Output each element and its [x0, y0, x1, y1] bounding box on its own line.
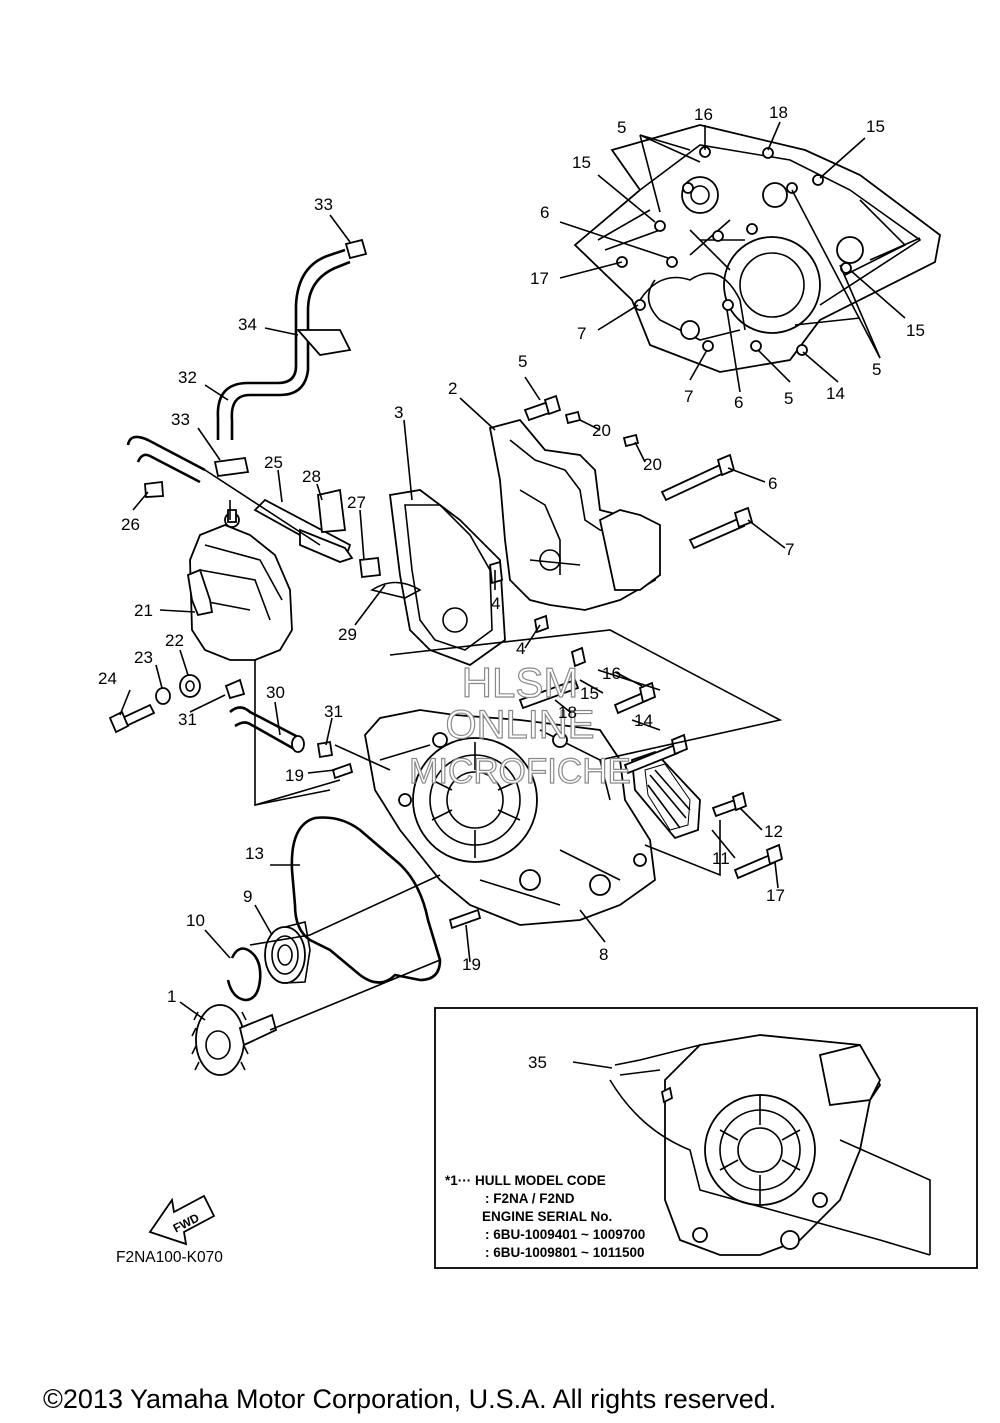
callout-17-top: 17	[530, 269, 549, 288]
callout-1: 1	[167, 987, 176, 1006]
note-line-5: : 6BU-1009801 ~ 1011500	[485, 1245, 645, 1260]
callout-15-mid: 15	[580, 684, 599, 703]
hose-32	[216, 248, 351, 440]
crankcase-cover-8	[364, 709, 656, 926]
callout-16-mid: 16	[602, 664, 621, 683]
leader-lines	[119, 121, 906, 1021]
callout-20-lower: 20	[643, 455, 662, 474]
callout-15-right: 15	[906, 321, 925, 340]
watermark-line-1: HLSM	[462, 659, 579, 706]
callout-34: 34	[238, 315, 257, 334]
callout-5-top-left: 5	[617, 118, 626, 137]
callout-5-mid: 5	[518, 352, 527, 371]
hose-upper-left	[126, 435, 206, 484]
clamps	[144, 238, 422, 759]
gear-1	[191, 1004, 278, 1076]
callout-21: 21	[134, 601, 153, 620]
callout-7-mid: 7	[785, 540, 794, 559]
figure-code: F2NA100-K070	[116, 1249, 223, 1266]
bolt-24-washers	[108, 674, 201, 734]
callout-17-mid: 17	[766, 886, 785, 905]
guide-lines	[204, 469, 783, 1031]
watermark-line-3: MICROFICHE	[409, 752, 631, 791]
callout-31-right: 31	[324, 702, 343, 721]
callout-5-bottom: 5	[784, 389, 793, 408]
callout-15-top-left: 15	[572, 153, 591, 172]
fwd-arrow-icon: FWD	[148, 1194, 216, 1246]
bolts-and-dowels	[331, 394, 784, 930]
rear-cover-housing	[573, 124, 941, 373]
callout-8: 8	[599, 945, 608, 964]
callout-20-upper: 20	[592, 421, 611, 440]
circlip-10	[226, 947, 262, 1002]
callout-33-top: 33	[314, 195, 333, 214]
callout-16-top: 16	[694, 105, 713, 124]
callout-32: 32	[178, 368, 197, 387]
callout-7-bottom: 7	[684, 387, 693, 406]
callout-18-top: 18	[769, 103, 788, 122]
note-line-3: ENGINE SERIAL No.	[482, 1209, 612, 1224]
callout-30: 30	[266, 683, 285, 702]
callout-19-lower: 19	[462, 955, 481, 974]
callout-15-top-right: 15	[866, 117, 885, 136]
callout-14-top: 14	[826, 384, 845, 403]
watermark-line-2: ONLINE	[446, 703, 595, 747]
gasket-3	[388, 489, 506, 667]
callout-23: 23	[134, 648, 153, 667]
callout-labels: 33 34 32 33 25 28 26 27 21 29 22 23 24 3…	[98, 103, 925, 1072]
note-line-1: *1··· HULL MODEL CODE	[445, 1173, 606, 1188]
callout-22: 22	[165, 631, 184, 650]
hose-25	[253, 498, 354, 563]
callout-25: 25	[264, 453, 283, 472]
callout-10: 10	[186, 911, 205, 930]
note-line-2: : F2NA / F2ND	[485, 1191, 575, 1206]
callout-33-lower: 33	[171, 410, 190, 429]
callout-4-lower: 4	[516, 639, 525, 658]
callout-13: 13	[245, 844, 264, 863]
note-line-4: : 6BU-1009401 ~ 1009700	[485, 1227, 645, 1242]
callout-6-top: 6	[540, 203, 549, 222]
oil-cooler-21	[186, 509, 293, 661]
bearing-9	[264, 921, 311, 984]
callout-24: 24	[98, 669, 117, 688]
hose-30	[229, 706, 305, 753]
inset-box: *1··· HULL MODEL CODE : F2NA / F2ND ENGI…	[434, 1007, 978, 1269]
callout-4-upper: 4	[491, 594, 500, 613]
callout-35: 35	[528, 1053, 547, 1072]
callout-2: 2	[448, 379, 457, 398]
callout-28: 28	[302, 467, 321, 486]
oil-pump-body-2	[488, 418, 661, 611]
callout-14-mid: 14	[634, 711, 653, 730]
callout-7-top-left: 7	[577, 324, 586, 343]
callout-5-right: 5	[872, 360, 881, 379]
callout-29: 29	[338, 625, 357, 644]
watermark: HLSM ONLINE MICROFICHE	[409, 658, 632, 791]
callout-12: 12	[764, 822, 783, 841]
callout-11: 11	[712, 849, 730, 868]
inset-cover-35	[609, 1034, 931, 1256]
callout-31-left: 31	[178, 710, 197, 729]
strainer-11	[631, 750, 701, 840]
copyright-text: ©2013 Yamaha Motor Corporation, U.S.A. A…	[43, 1384, 776, 1414]
callout-3: 3	[394, 403, 403, 422]
callout-6-mid: 6	[768, 474, 777, 493]
callout-19-left: 19	[285, 766, 304, 785]
callout-9: 9	[243, 887, 252, 906]
callout-18-mid: 18	[558, 703, 577, 722]
callout-26: 26	[121, 515, 140, 534]
callout-27: 27	[347, 493, 366, 512]
callout-6-bottom: 6	[734, 393, 743, 412]
